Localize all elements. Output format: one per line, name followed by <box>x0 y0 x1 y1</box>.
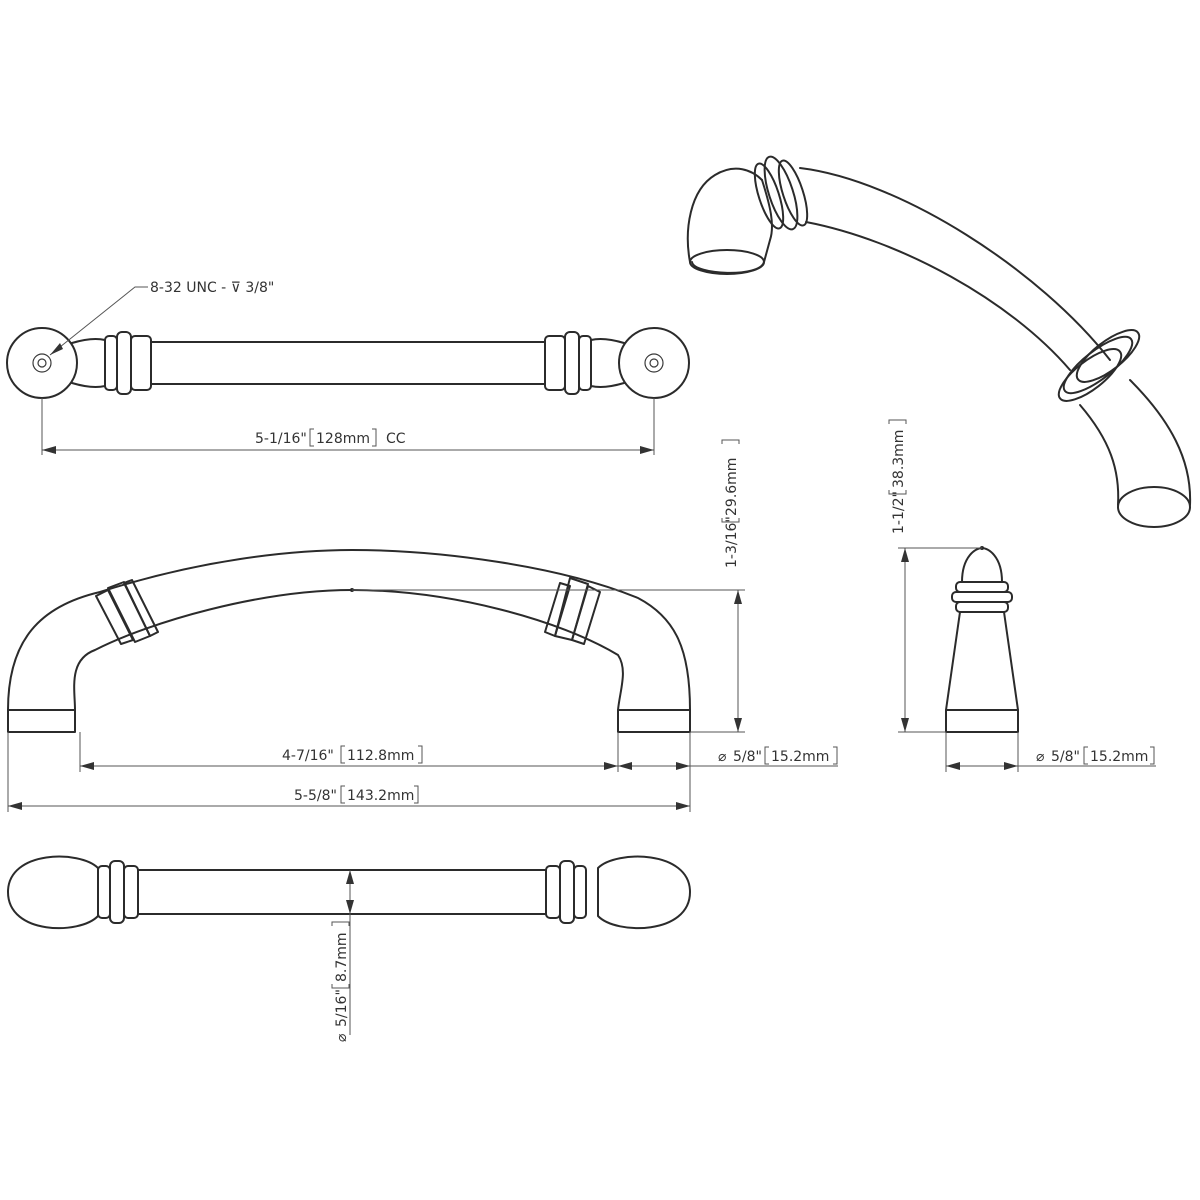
front-height-metric-label: 29.6mm <box>724 458 740 516</box>
inner-span-metric-label: 112.8mm <box>347 748 414 764</box>
side-height-imperial-label: 1-1/2" <box>891 491 907 534</box>
top-view: 8-32 UNC - ⊽ 3/8" 5-1/16" 128mm CC <box>6 280 690 455</box>
overall-imperial-label: 5-5/8" <box>294 788 337 804</box>
bottom-view: ⌀ 5/16" 8.7mm <box>7 855 691 1042</box>
bar-diameter-metric-label: 8.7mm <box>334 932 350 982</box>
cc-suffix-label: CC <box>386 431 406 447</box>
front-foot-metric-label: 15.2mm <box>771 749 829 765</box>
inner-span-imperial-label: 4-7/16" <box>282 748 334 764</box>
overall-metric-label: 143.2mm <box>347 788 414 804</box>
thread-spec-label: 8-32 UNC - ⊽ 3/8" <box>150 280 274 296</box>
cc-metric-label: 128mm <box>316 431 370 447</box>
front-foot-symbol: ⌀ <box>718 749 727 765</box>
cc-imperial-label: 5-1/16" <box>255 431 307 447</box>
front-view: 1-3/16" 29.6mm 4-7/16" 112.8mm ⌀ 5/8" 15… <box>7 439 838 812</box>
side-foot-imperial-label: 5/8" <box>1051 749 1080 765</box>
bar-diameter-imperial-label: 5/16" <box>334 989 350 1027</box>
front-height-imperial-label: 1-3/16" <box>724 516 740 568</box>
isometric-view <box>686 155 1192 528</box>
side-height-metric-label: 38.3mm <box>891 430 907 488</box>
bar-diameter-symbol: ⌀ <box>334 1033 350 1042</box>
side-view: 1-1/2" 38.3mm ⌀ 5/8" 15.2mm <box>888 419 1156 772</box>
front-foot-imperial-label: 5/8" <box>733 749 762 765</box>
side-foot-symbol: ⌀ <box>1036 749 1045 765</box>
side-foot-metric-label: 15.2mm <box>1090 749 1148 765</box>
